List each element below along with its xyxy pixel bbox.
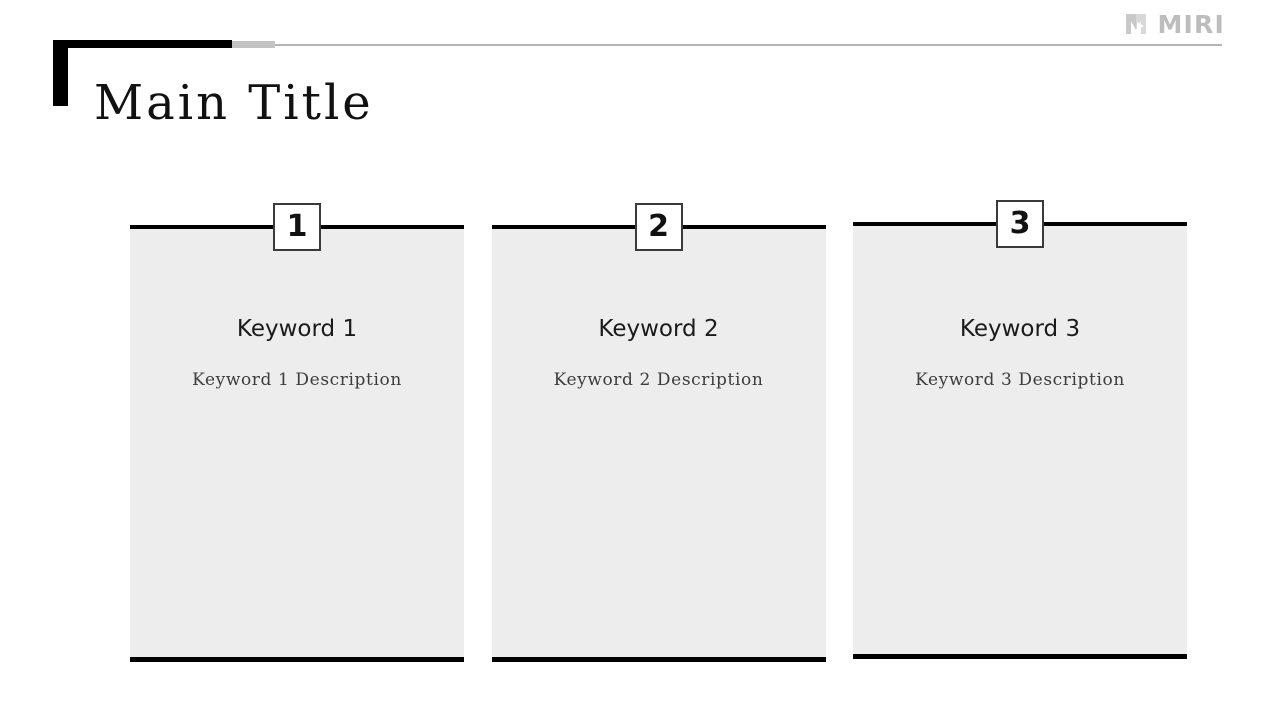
card-number-badge: 1 [273, 203, 321, 251]
card-body [491, 225, 826, 662]
card-keyword-title: Keyword 2 [598, 316, 719, 342]
page-title: Main Title [94, 75, 374, 131]
keyword-card[interactable]: 3 Keyword 3 Keyword 3 Description [853, 200, 1187, 665]
card-keyword-title: Keyword 3 [959, 316, 1081, 342]
keyword-card[interactable]: 1 Keyword 1 Keyword 1 Description [130, 203, 464, 665]
card-number-badge: 3 [996, 200, 1044, 248]
header-rule-gray [232, 41, 275, 48]
card-number-label: 3 [1009, 206, 1031, 241]
brand-logo: MIRI [1124, 9, 1225, 39]
card-keyword-description: Keyword 2 Description [553, 370, 764, 390]
card-body [853, 222, 1187, 659]
keyword-card[interactable]: 2 Keyword 2 Keyword 2 Description [491, 203, 826, 665]
keyword-cards-row: 1 Keyword 1 Keyword 1 Description 2 Keyw… [130, 200, 1187, 665]
card-number-label: 2 [648, 209, 669, 244]
card-keyword-title: Keyword 1 [236, 316, 358, 342]
card-body [130, 225, 464, 662]
miri-m-logo-icon [1126, 14, 1147, 34]
card-number-label: 1 [286, 209, 308, 244]
card-keyword-description: Keyword 1 Description [192, 370, 402, 390]
header-rule-thin [275, 44, 1222, 46]
card-keyword-description: Keyword 3 Description [915, 370, 1125, 390]
header-bracket-vertical [53, 40, 68, 106]
card-number-badge: 2 [634, 203, 683, 251]
header-rule-black [53, 40, 232, 48]
brand-name: MIRI [1157, 9, 1225, 39]
